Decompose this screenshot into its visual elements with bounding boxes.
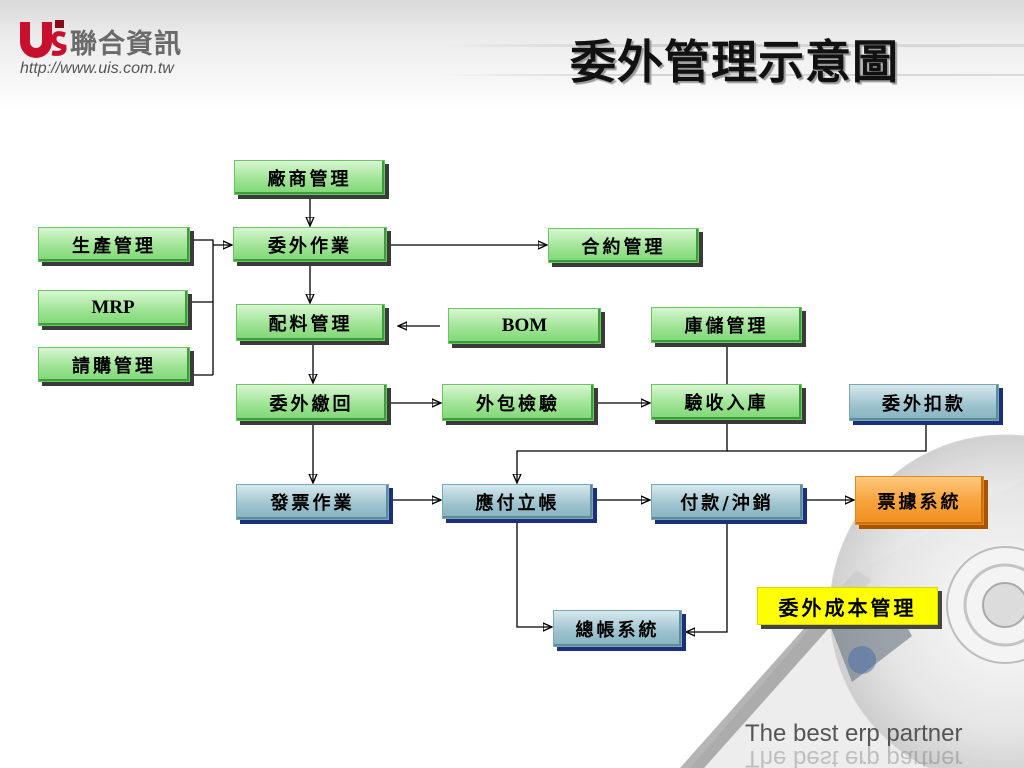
node-label: 庫儲管理 bbox=[684, 316, 769, 337]
footer-tagline-reflection: The best erp partner bbox=[745, 745, 963, 768]
node-outsourcing-cost-management: 委外成本管理 bbox=[757, 587, 938, 625]
node-label: 應付立帳 bbox=[475, 492, 560, 514]
node-material-allocation: 配料管理 bbox=[236, 304, 385, 341]
node-label: 付款/沖銷 bbox=[680, 493, 774, 514]
node-label: 廠商管理 bbox=[267, 168, 352, 190]
node-label: 配料管理 bbox=[268, 313, 353, 335]
node-mrp: MRP bbox=[38, 290, 188, 326]
page-title: 委外管理示意圖 bbox=[570, 35, 899, 89]
node-payment-offset: 付款/沖銷 bbox=[651, 484, 803, 520]
node-outsourcing-return: 委外繳回 bbox=[236, 384, 387, 421]
node-bom: BOM bbox=[448, 308, 601, 344]
node-production-management: 生產管理 bbox=[38, 227, 190, 262]
node-inventory-management: 庫儲管理 bbox=[651, 307, 802, 343]
node-receiving-stock: 驗收入庫 bbox=[651, 384, 802, 420]
node-label: 委外繳回 bbox=[269, 393, 354, 415]
arrow-ap-to-ledger bbox=[516, 520, 552, 627]
node-accounts-payable: 應付立帳 bbox=[442, 484, 593, 519]
node-label: 總帳系統 bbox=[575, 619, 660, 641]
node-contract-management: 合約管理 bbox=[548, 228, 699, 263]
node-label: 外包檢驗 bbox=[476, 393, 560, 415]
node-label: 生產管理 bbox=[72, 235, 156, 257]
arrow-receive-to-ap bbox=[517, 421, 728, 483]
node-invoice-operations: 發票作業 bbox=[236, 484, 389, 520]
node-label: 票據系統 bbox=[877, 491, 962, 513]
node-outsourcing-deduction: 委外扣款 bbox=[849, 384, 999, 421]
disk-spindle-ring bbox=[963, 563, 1024, 647]
node-label: 委外作業 bbox=[268, 235, 352, 257]
node-purchase-request: 請購管理 bbox=[38, 347, 190, 382]
disk-arm-pivot bbox=[848, 646, 876, 674]
node-label: MRP bbox=[91, 297, 135, 318]
node-general-ledger: 總帳系統 bbox=[553, 610, 682, 647]
uis-logo-icon bbox=[20, 20, 67, 58]
node-vendor-management: 廠商管理 bbox=[234, 160, 385, 195]
arrow-payment-to-ledger bbox=[686, 521, 728, 632]
node-notes-system: 票據系統 bbox=[855, 476, 984, 525]
node-label: 委外成本管理 bbox=[778, 595, 917, 620]
disk-spindle-hub bbox=[982, 582, 1024, 628]
header-stripe bbox=[440, 74, 1024, 76]
node-label: 驗收入庫 bbox=[684, 393, 769, 414]
node-outsourcing-operations: 委外作業 bbox=[233, 227, 387, 262]
node-label: 合約管理 bbox=[581, 236, 666, 258]
company-url: http://www.uis.com.tw bbox=[20, 60, 174, 77]
node-label: 委外扣款 bbox=[882, 393, 966, 415]
node-subcontract-inspection: 外包檢驗 bbox=[442, 384, 594, 421]
footer-tagline: The best erp partner bbox=[745, 720, 963, 747]
company-name: 聯合資訊 bbox=[70, 29, 182, 60]
header-stripe bbox=[440, 44, 1024, 47]
bracket-production bbox=[191, 239, 214, 375]
line-deduct-to-ap bbox=[727, 422, 927, 452]
node-label: 發票作業 bbox=[270, 493, 355, 514]
node-label: BOM bbox=[501, 315, 548, 336]
node-label: 請購管理 bbox=[72, 355, 156, 377]
